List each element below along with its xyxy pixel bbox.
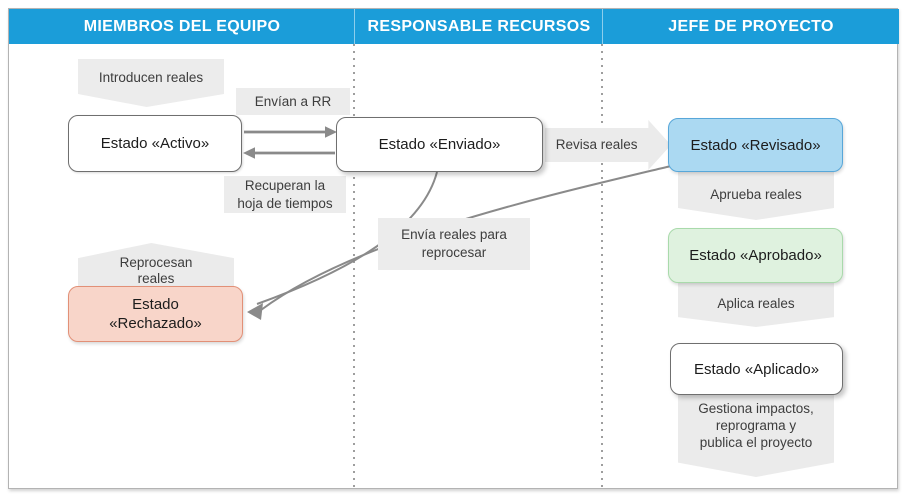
label-envian-a-rr: Envían a RR — [236, 88, 350, 115]
label-revisa-reales: Revisa reales — [555, 137, 638, 152]
label-aplica-reales: Aplica reales — [678, 275, 834, 327]
arrowhead-right-icon — [325, 126, 337, 138]
label-gestiona-impactos: Gestiona impactos, reprograma y publica … — [678, 387, 834, 477]
label-aprueba-reales: Aprueba reales — [678, 163, 834, 220]
header-separator — [602, 9, 603, 44]
lane-header-miembros-del-equipo: MIEMBROS DEL EQUIPO — [83, 18, 281, 35]
label-introducen-reales: Introducen reales — [78, 59, 224, 107]
lane-divider-left — [353, 44, 355, 490]
lane-divider-right — [601, 44, 603, 490]
arrowhead-left-icon — [243, 147, 255, 159]
state-box-rechazado: Estado «Rechazado» — [68, 286, 243, 342]
lane-header-responsable-recursos: RESPONSABLE RECURSOS — [367, 18, 591, 35]
label-recuperan-hoja: Recuperan la hoja de tiempos — [224, 176, 346, 213]
state-box-enviado: Estado «Enviado» — [336, 117, 543, 172]
swimlane-header: MIEMBROS DEL EQUIPO RESPONSABLE RECURSOS… — [9, 9, 899, 44]
block-arrow-revisa-reales: Revisa reales — [545, 120, 671, 170]
arrowhead-left-icon — [247, 303, 263, 320]
header-separator — [354, 9, 355, 44]
lane-header-jefe-de-proyecto: JEFE DE PROYECTO — [668, 18, 834, 35]
state-box-activo: Estado «Activo» — [68, 115, 242, 172]
diagram-frame: MIEMBROS DEL EQUIPO RESPONSABLE RECURSOS… — [8, 8, 899, 490]
state-box-aprobado: Estado «Aprobado» — [668, 228, 843, 283]
state-box-aplicado: Estado «Aplicado» — [670, 343, 843, 395]
state-box-revisado: Estado «Revisado» — [668, 118, 843, 172]
label-envia-reales-reprocesar: Envía reales para reprocesar — [378, 218, 530, 270]
